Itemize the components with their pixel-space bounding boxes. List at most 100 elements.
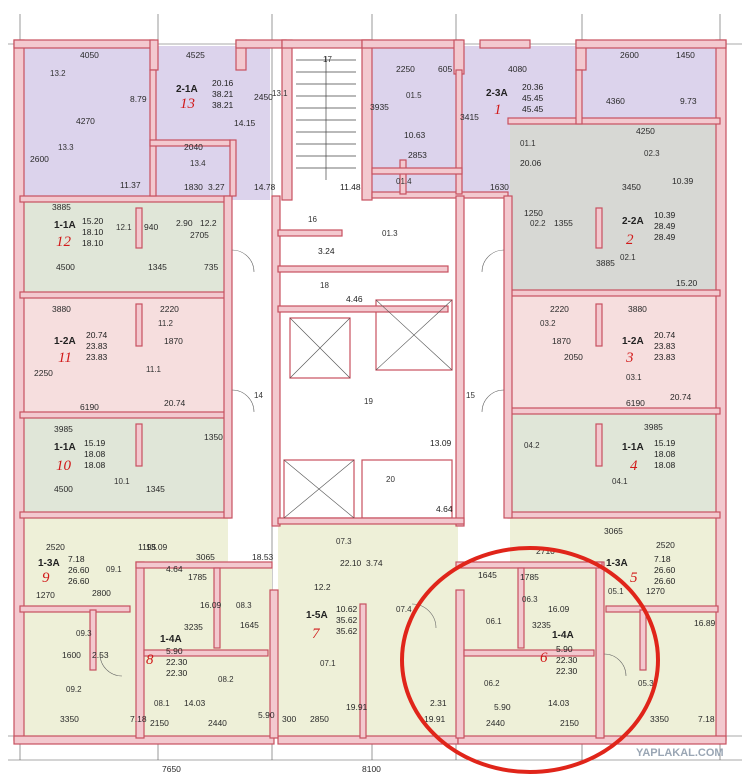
- svg-text:4.64: 4.64: [436, 504, 453, 514]
- svg-text:1-4A: 1-4A: [552, 630, 574, 641]
- svg-text:2.90: 2.90: [176, 218, 193, 228]
- stairs: [296, 56, 356, 180]
- svg-text:22.30: 22.30: [556, 666, 578, 676]
- svg-text:02.2: 02.2: [530, 219, 546, 228]
- svg-text:11.2: 11.2: [158, 319, 174, 328]
- svg-text:09.1: 09.1: [106, 565, 122, 574]
- svg-text:11.37: 11.37: [120, 180, 141, 190]
- svg-text:1645: 1645: [478, 570, 497, 580]
- svg-text:4360: 4360: [606, 96, 625, 106]
- svg-text:3415: 3415: [460, 112, 479, 122]
- svg-text:01.4: 01.4: [396, 177, 412, 186]
- svg-text:4525: 4525: [186, 50, 205, 60]
- svg-text:2-1A: 2-1A: [176, 84, 198, 95]
- svg-text:1195: 1195: [138, 542, 157, 552]
- svg-text:735: 735: [204, 262, 218, 272]
- svg-text:1-2A: 1-2A: [622, 336, 644, 347]
- svg-text:1: 1: [494, 102, 502, 118]
- svg-text:1-5A: 1-5A: [306, 610, 328, 621]
- svg-text:14.03: 14.03: [184, 698, 206, 708]
- svg-text:1600: 1600: [62, 650, 81, 660]
- svg-text:3235: 3235: [532, 620, 551, 630]
- svg-text:2710: 2710: [536, 546, 555, 556]
- svg-text:18: 18: [320, 281, 329, 290]
- svg-text:26.60: 26.60: [68, 576, 90, 586]
- svg-text:23.83: 23.83: [86, 352, 108, 362]
- svg-text:18.08: 18.08: [84, 460, 106, 470]
- svg-text:4250: 4250: [636, 126, 655, 136]
- svg-text:38.21: 38.21: [212, 89, 234, 99]
- svg-text:28.49: 28.49: [654, 232, 676, 242]
- svg-text:07.1: 07.1: [320, 659, 336, 668]
- apt-5-fill: [510, 516, 720, 740]
- svg-text:4: 4: [630, 458, 638, 474]
- svg-text:5: 5: [630, 570, 638, 586]
- svg-text:11.48: 11.48: [340, 182, 361, 192]
- svg-text:12: 12: [56, 234, 72, 250]
- svg-text:07.3: 07.3: [336, 537, 352, 546]
- svg-text:14.03: 14.03: [548, 698, 570, 708]
- svg-text:02.3: 02.3: [644, 149, 660, 158]
- svg-text:16: 16: [308, 215, 317, 224]
- svg-text:04.2: 04.2: [524, 441, 540, 450]
- svg-text:19.91: 19.91: [346, 702, 368, 712]
- svg-text:06.2: 06.2: [484, 679, 500, 688]
- svg-text:3985: 3985: [644, 422, 663, 432]
- svg-text:2040: 2040: [184, 142, 203, 152]
- svg-text:26.60: 26.60: [68, 565, 90, 575]
- svg-text:13.2: 13.2: [50, 69, 66, 78]
- svg-text:35.62: 35.62: [336, 615, 358, 625]
- svg-text:15.19: 15.19: [654, 438, 676, 448]
- svg-text:3350: 3350: [650, 714, 669, 724]
- svg-text:06.1: 06.1: [486, 617, 502, 626]
- svg-text:3065: 3065: [196, 552, 215, 562]
- svg-text:20.74: 20.74: [86, 330, 108, 340]
- svg-text:05.1: 05.1: [608, 587, 624, 596]
- svg-text:08.2: 08.2: [218, 675, 234, 684]
- svg-text:13.09: 13.09: [146, 542, 168, 552]
- svg-text:13.1: 13.1: [272, 89, 288, 98]
- svg-text:28.49: 28.49: [654, 221, 676, 231]
- svg-text:4500: 4500: [56, 262, 75, 272]
- svg-text:38.21: 38.21: [212, 100, 234, 110]
- apt-2-fill: [510, 122, 720, 294]
- svg-text:20.74: 20.74: [654, 330, 676, 340]
- svg-text:1-3A: 1-3A: [606, 558, 628, 569]
- svg-text:3985: 3985: [54, 424, 73, 434]
- svg-text:20.16: 20.16: [212, 78, 234, 88]
- svg-text:04.1: 04.1: [612, 477, 628, 486]
- svg-text:3880: 3880: [52, 304, 71, 314]
- watermark: YAPLAKAL.COM: [636, 747, 724, 759]
- svg-text:12.2: 12.2: [200, 218, 217, 228]
- svg-text:9: 9: [42, 570, 50, 586]
- svg-text:05.3: 05.3: [638, 679, 654, 688]
- svg-text:03.2: 03.2: [540, 319, 556, 328]
- svg-text:13.3: 13.3: [58, 143, 74, 152]
- svg-text:13: 13: [180, 96, 195, 112]
- svg-text:1-1A: 1-1A: [54, 220, 76, 231]
- svg-text:07.4: 07.4: [396, 605, 412, 614]
- svg-text:1-3A: 1-3A: [38, 558, 60, 569]
- svg-text:2850: 2850: [310, 714, 329, 724]
- svg-text:2520: 2520: [46, 542, 65, 552]
- svg-text:2440: 2440: [208, 718, 227, 728]
- svg-text:2.31: 2.31: [430, 698, 447, 708]
- svg-text:35.62: 35.62: [336, 626, 358, 636]
- svg-text:605: 605: [438, 64, 452, 74]
- svg-text:20.06: 20.06: [520, 158, 542, 168]
- svg-text:3350: 3350: [60, 714, 79, 724]
- svg-text:1-1A: 1-1A: [54, 442, 76, 453]
- svg-text:19: 19: [364, 397, 373, 406]
- svg-text:1-2A: 1-2A: [54, 336, 76, 347]
- svg-text:7.18: 7.18: [654, 554, 671, 564]
- svg-text:1630: 1630: [490, 182, 509, 192]
- svg-text:08.1: 08.1: [154, 699, 170, 708]
- svg-text:7650: 7650: [162, 764, 181, 774]
- common-labels: 17 16 18 19 20 14 15 11.48 3.24 4.46 13.…: [254, 55, 475, 514]
- svg-text:1645: 1645: [240, 620, 259, 630]
- svg-text:2600: 2600: [30, 154, 49, 164]
- svg-text:08.3: 08.3: [236, 601, 252, 610]
- svg-text:3885: 3885: [596, 258, 615, 268]
- svg-text:5.90: 5.90: [494, 702, 511, 712]
